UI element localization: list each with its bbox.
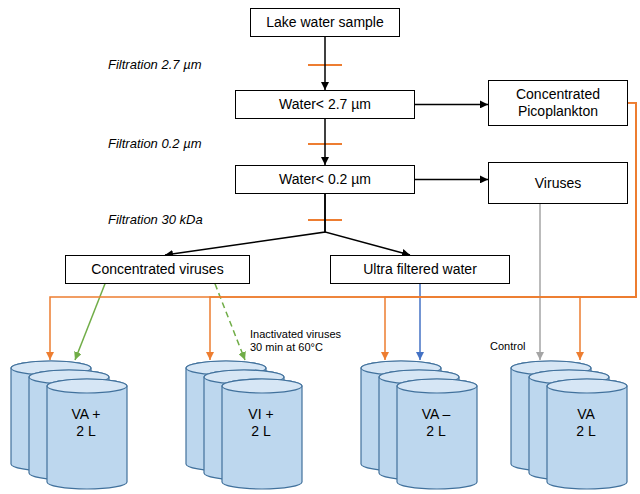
filtration-note: Filtration 0.2 µm: [108, 136, 201, 152]
cylinder-top: [222, 379, 302, 393]
cylinder-outline: [10, 360, 128, 490]
sample-cylinders: VI +2 L: [185, 360, 303, 490]
flow-arrow: [415, 104, 488, 106]
cylinder-body: [47, 379, 127, 489]
process-box: Concentrated viruses: [65, 255, 250, 284]
box-label: Water< 0.2 µm: [279, 171, 371, 188]
process-box: Ultra filtered water: [330, 255, 510, 284]
sample-label: VA +: [46, 406, 126, 423]
flow-arrow: [580, 103, 636, 360]
process-box: Water< 2.7 µm: [235, 90, 415, 119]
sample-label: 2 L: [46, 423, 126, 440]
cylinder-top: [47, 379, 127, 393]
flow-arrow: [539, 204, 541, 360]
sample-label: 2 L: [221, 423, 301, 440]
flow-arrow: [324, 119, 326, 165]
sample-label: 2 L: [396, 423, 476, 440]
cylinder-label: VI +2 L: [221, 406, 301, 440]
process-box: Concentrated Picoplankton: [488, 80, 628, 126]
cylinder-label: VA2 L: [546, 406, 626, 440]
cylinder-body: [222, 379, 302, 489]
filtration-note: Filtration 30 kDa: [108, 212, 203, 228]
cylinder-outline: [360, 360, 478, 490]
box-label: Water< 2.7 µm: [279, 96, 371, 113]
flow-arrow: [210, 103, 636, 360]
annotation: Inactivated viruses 30 min at 60°C: [250, 328, 354, 354]
flow-arrow: [419, 284, 421, 360]
cylinder-outline: [510, 360, 628, 490]
box-label: Viruses: [535, 175, 581, 192]
flow-arrow: [325, 194, 410, 255]
sample-cylinders: VA2 L: [510, 360, 628, 490]
sample-label: VA –: [396, 406, 476, 423]
flow-arrow: [324, 37, 326, 90]
cylinder-top: [397, 379, 477, 393]
cylinder-body: [397, 379, 477, 489]
cylinder-label: VA –2 L: [396, 406, 476, 440]
cylinder-outline: [185, 360, 303, 490]
box-label: Lake water sample: [266, 14, 384, 31]
sample-label: VI +: [221, 406, 301, 423]
flow-arrow: [415, 179, 488, 181]
process-box: Viruses: [488, 162, 628, 204]
cylinder-label: VA +2 L: [46, 406, 126, 440]
cylinder-top: [547, 379, 627, 393]
process-box: Water< 0.2 µm: [235, 165, 415, 194]
filtration-note: Filtration 2.7 µm: [108, 57, 201, 73]
sample-cylinders: VA +2 L: [10, 360, 128, 490]
process-box: Lake water sample: [250, 8, 400, 37]
sample-label: VA: [546, 406, 626, 423]
flow-arrow: [215, 284, 245, 360]
cylinder-body: [547, 379, 627, 489]
sample-label: 2 L: [546, 423, 626, 440]
box-label: Concentrated Picoplankton: [497, 86, 619, 120]
box-label: Concentrated viruses: [91, 261, 223, 278]
flow-arrow: [50, 103, 636, 360]
sample-cylinders: VA –2 L: [360, 360, 478, 490]
box-label: Ultra filtered water: [363, 261, 477, 278]
flow-arrow: [75, 284, 105, 360]
flow-arrow: [385, 103, 636, 360]
annotation: Control: [490, 340, 534, 353]
